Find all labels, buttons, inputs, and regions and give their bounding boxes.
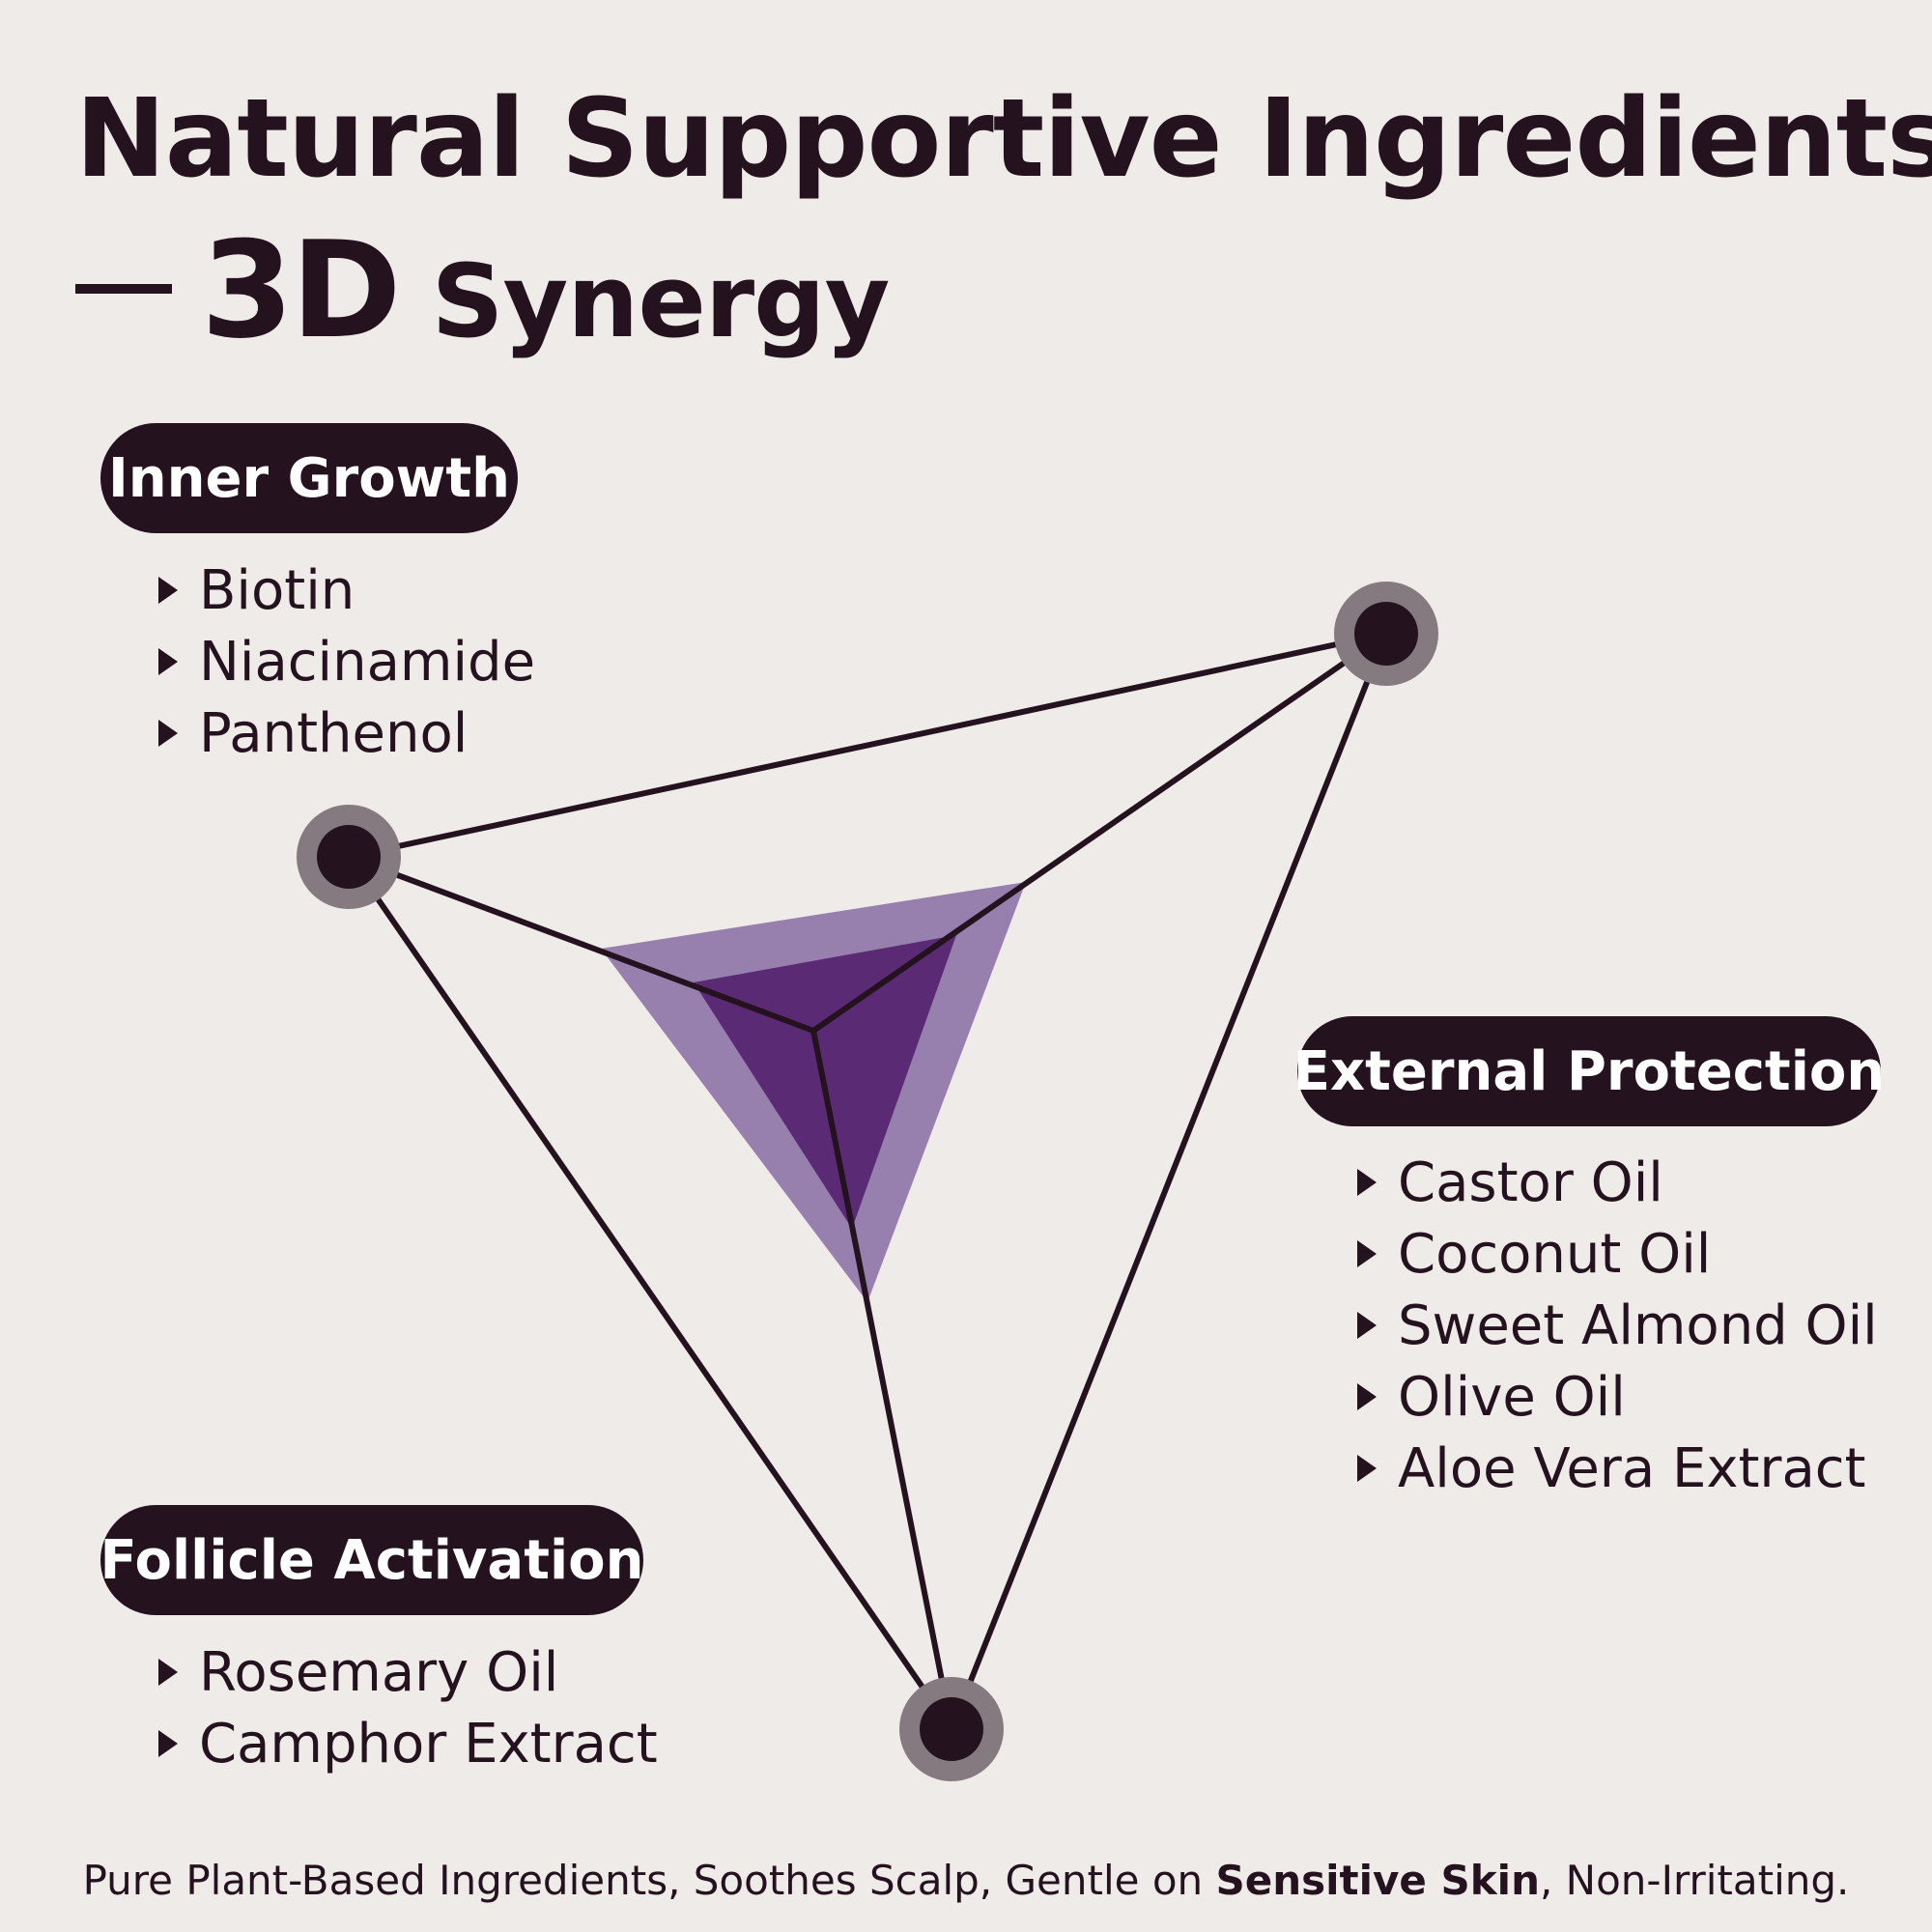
edge-external-follicle (949, 631, 1389, 1732)
list-item: Panthenol (158, 697, 535, 769)
title-line-1: Natural Supportive Ingredients (75, 76, 1932, 202)
bullet-triangle-icon (158, 1730, 178, 1757)
list-item: Castor Oil (1357, 1147, 1878, 1218)
edge-external-center (810, 631, 1389, 1034)
edge-inner-external (346, 631, 1389, 860)
title-3d: 3D (201, 213, 402, 368)
bullet-triangle-icon (158, 1659, 178, 1686)
bullet-triangle-icon (158, 577, 178, 604)
group-label-follicle-activation: Follicle Activation (100, 1505, 644, 1615)
list-item: Niacinamide (158, 626, 535, 697)
title-dash (75, 284, 172, 294)
bullet-triangle-icon (1357, 1240, 1377, 1267)
footer-emphasis: Sensitive Skin (1215, 1857, 1540, 1904)
list-item: Rosemary Oil (158, 1636, 658, 1708)
list-item: Sweet Almond Oil (1357, 1290, 1878, 1361)
bullet-triangle-icon (1357, 1383, 1377, 1410)
title-synergy: Synergy (431, 242, 891, 360)
ingredient-list-inner-growth: Biotin Niacinamide Panthenol (158, 554, 535, 769)
footer-tagline: Pure Plant-Based Ingredients, Soothes Sc… (82, 1857, 1850, 1904)
ingredient-list-external-protection: Castor Oil Coconut Oil Sweet Almond Oil … (1357, 1147, 1878, 1504)
edge-inner-follicle (346, 854, 954, 1732)
edge-follicle-center (810, 1028, 954, 1732)
bullet-triangle-icon (158, 648, 178, 675)
node-follicle-activation (899, 1677, 1004, 1781)
edge-inner-center (346, 854, 816, 1034)
bullet-triangle-icon (1357, 1455, 1377, 1482)
node-external-protection (1334, 582, 1438, 686)
group-label-inner-growth: Inner Growth (100, 423, 518, 533)
list-item: Biotin (158, 554, 535, 626)
title-line-2: 3D Synergy (75, 224, 1932, 357)
list-item: Olive Oil (1357, 1361, 1878, 1433)
list-item: Coconut Oil (1357, 1218, 1878, 1290)
list-item: Aloe Vera Extract (1357, 1433, 1878, 1504)
bullet-triangle-icon (1357, 1169, 1377, 1196)
ingredient-list-follicle-activation: Rosemary Oil Camphor Extract (158, 1636, 658, 1779)
group-label-external-protection: External Protection (1293, 1016, 1885, 1126)
bullet-triangle-icon (158, 720, 178, 747)
node-inner-growth (297, 805, 401, 909)
bullet-triangle-icon (1357, 1312, 1377, 1339)
list-item: Camphor Extract (158, 1708, 658, 1779)
page-title: Natural Supportive Ingredients 3D Synerg… (75, 85, 1932, 357)
